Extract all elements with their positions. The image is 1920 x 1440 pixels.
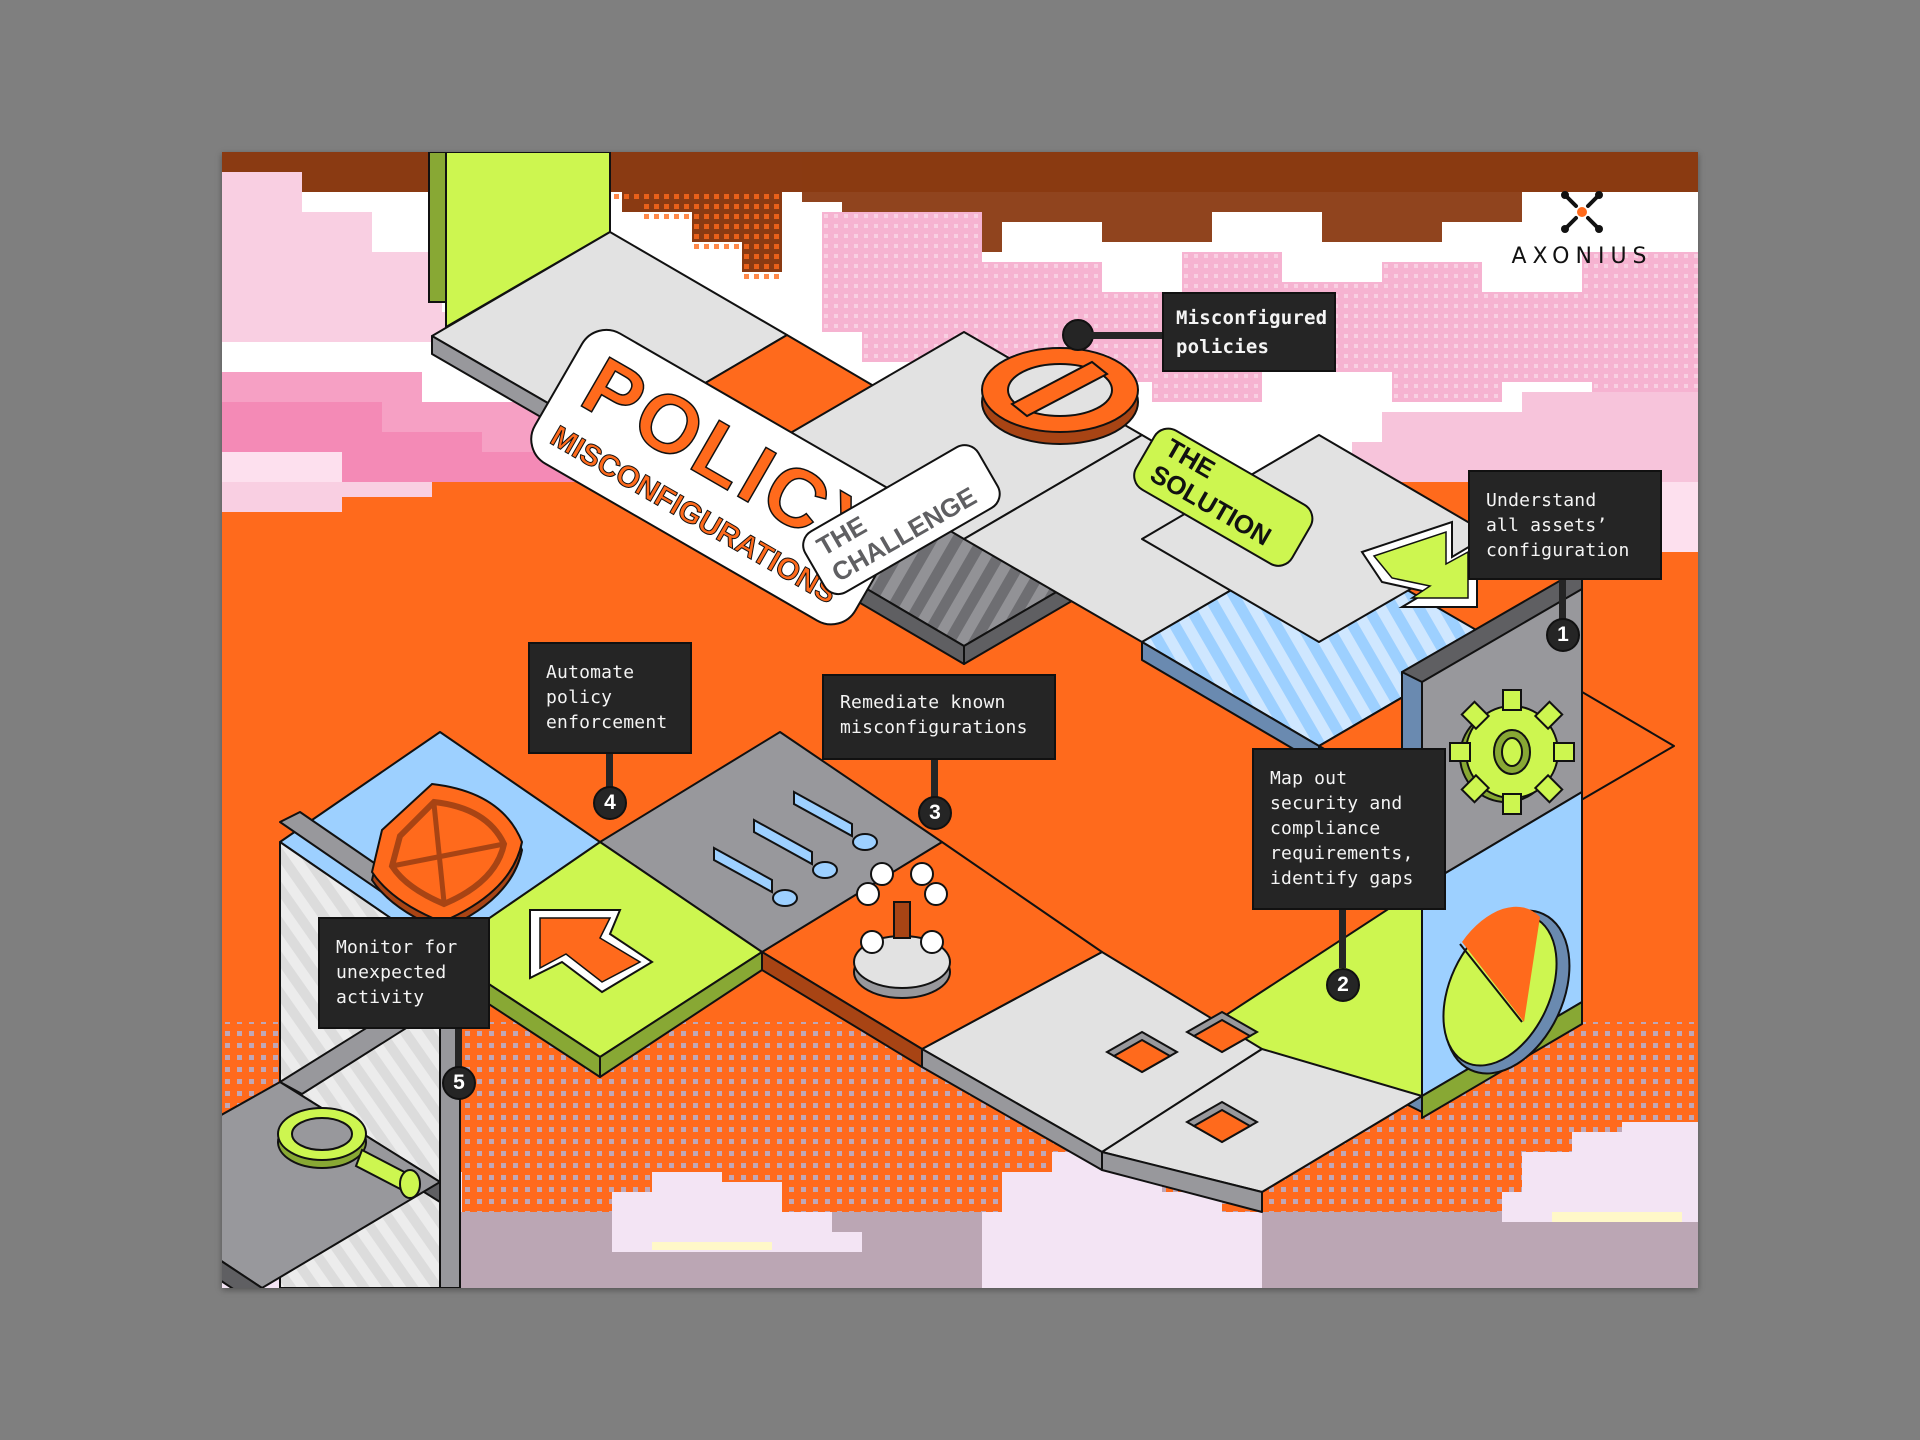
prohibited-sign-icon bbox=[981, 347, 1139, 445]
step-5-connector bbox=[455, 1029, 462, 1073]
toggle-bars-icon bbox=[713, 790, 878, 907]
step-3-callout: Remediate known misconfigurations bbox=[822, 674, 1056, 760]
infographic-card: POLICY MISCONFIGURATIONS THE CHALLENGE T… bbox=[222, 152, 1698, 1288]
step-2-connector bbox=[1339, 910, 1346, 968]
step-4-callout: Automate policy enforcement bbox=[528, 642, 692, 754]
gear-icon bbox=[1449, 689, 1575, 815]
step-2-badge: 2 bbox=[1326, 968, 1360, 1002]
challenge-marker-dot bbox=[1062, 319, 1094, 351]
step-1-badge: 1 bbox=[1546, 618, 1580, 652]
grid-gaps-icon bbox=[1104, 1010, 1260, 1144]
brand-wordmark: AXONIUS bbox=[1511, 244, 1653, 269]
step-3-connector bbox=[931, 760, 938, 804]
step-2-callout: Map out security and compliance requirem… bbox=[1252, 748, 1446, 910]
lime-wall bbox=[428, 152, 611, 329]
axonius-logo: AXONIUS bbox=[1492, 188, 1672, 269]
step-4-connector bbox=[606, 754, 613, 796]
shield-icon bbox=[370, 782, 524, 932]
x-node-sculpture-icon bbox=[853, 862, 951, 999]
porthole-icon bbox=[1442, 906, 1571, 1075]
step-1-connector bbox=[1559, 580, 1566, 628]
magnifier-icon bbox=[277, 1107, 421, 1199]
step-4-badge: 4 bbox=[593, 786, 627, 820]
step-5-callout: Monitor for unexpected activity bbox=[318, 917, 490, 1029]
step-1-callout: Understand all assets’ configuration bbox=[1468, 470, 1662, 580]
challenge-callout: Misconfigured policies bbox=[1162, 292, 1336, 372]
axonius-x-node-icon bbox=[1561, 191, 1603, 233]
challenge-connector bbox=[1090, 332, 1184, 339]
arrow-up-left-icon bbox=[529, 909, 654, 994]
arrow-down-right-icon bbox=[1360, 520, 1478, 608]
step-5-badge: 5 bbox=[442, 1066, 476, 1100]
step-3-badge: 3 bbox=[918, 796, 952, 830]
